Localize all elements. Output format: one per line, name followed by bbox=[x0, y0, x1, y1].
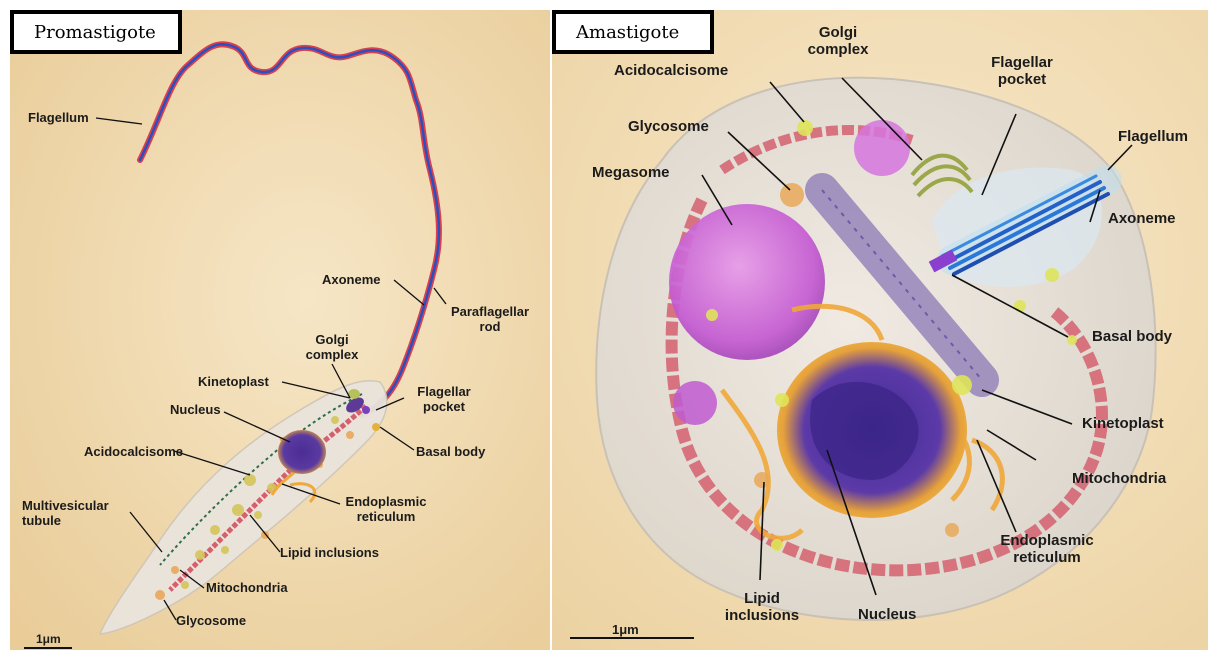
label-basal-body: Basal body bbox=[1092, 328, 1172, 345]
label-flagellar-pocket: Flagellar pocket bbox=[982, 54, 1062, 88]
label-glycosome: Glycosome bbox=[176, 613, 246, 628]
label-kinetoplast: Kinetoplast bbox=[198, 374, 269, 389]
label-mitochondria: Mitochondria bbox=[206, 580, 288, 595]
label-mitochondria: Mitochondria bbox=[1072, 470, 1166, 487]
label-glycosome: Glycosome bbox=[628, 118, 709, 135]
label-paraflagellar-rod: Paraflagellar rod bbox=[440, 304, 540, 334]
label-golgi-complex: Golgi complex bbox=[302, 332, 362, 362]
label-flagellar-pocket: Flagellar pocket bbox=[404, 384, 484, 414]
label-axoneme: Axoneme bbox=[322, 272, 381, 287]
label-golgi-complex: Golgi complex bbox=[798, 24, 878, 58]
label-megasome: Megasome bbox=[592, 164, 670, 181]
label-flagellum: Flagellum bbox=[28, 110, 89, 125]
label-acidocalcisome: Acidocalcisome bbox=[84, 444, 183, 459]
label-basal-body: Basal body bbox=[416, 444, 485, 459]
label-endoplasmic-reticulum: Endoplasmic reticulum bbox=[336, 494, 436, 524]
amastigote-panel: Amastigote Acidocalcisome Golgi complex … bbox=[552, 10, 1208, 650]
amastigote-scale-label: 1μm bbox=[612, 622, 639, 637]
label-nucleus: Nucleus bbox=[858, 606, 916, 623]
label-axoneme: Axoneme bbox=[1108, 210, 1176, 227]
amastigote-title: Amastigote bbox=[552, 10, 714, 54]
promastigote-panel: Promastigote Flagellum Axoneme Paraflage… bbox=[10, 10, 550, 650]
label-nucleus: Nucleus bbox=[170, 402, 221, 417]
label-kinetoplast: Kinetoplast bbox=[1082, 415, 1164, 432]
promastigote-scale-label: 1μm bbox=[36, 632, 61, 646]
label-endoplasmic-reticulum: Endoplasmic reticulum bbox=[992, 532, 1102, 566]
label-acidocalcisome: Acidocalcisome bbox=[614, 62, 728, 79]
promastigote-title: Promastigote bbox=[10, 10, 182, 54]
label-lipid-inclusions: Lipid inclusions bbox=[722, 590, 802, 624]
label-lipid-inclusions: Lipid inclusions bbox=[280, 545, 379, 560]
label-multivesicular-tubule: Multivesicular tubule bbox=[22, 498, 109, 528]
label-flagellum: Flagellum bbox=[1118, 128, 1188, 145]
